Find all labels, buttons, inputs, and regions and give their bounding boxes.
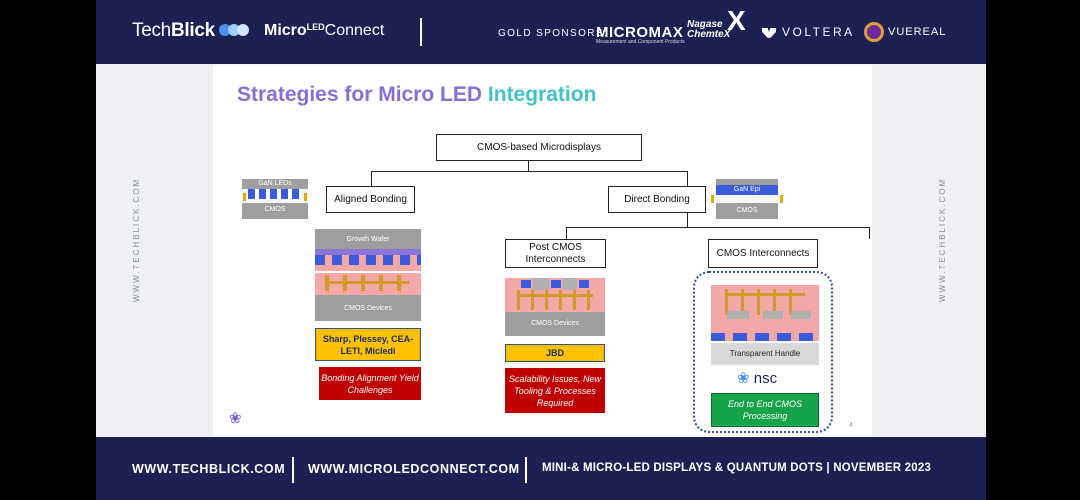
slide: Strategies for Micro LED Integration CMO…	[213, 65, 872, 437]
nsc-logo-text: nsc	[753, 370, 778, 387]
nagase-text-bottom: ChemteX	[687, 29, 731, 40]
microled-logo-text-a: Micro	[264, 22, 307, 39]
header-bar: TechBlick MicroLEDConnect GOLD SPONSORS:…	[96, 0, 986, 64]
challenge-post: Scalability Issues, New Tooling & Proces…	[505, 368, 605, 413]
header-divider	[420, 18, 422, 46]
footer-techblick-url: WWW.TECHBLICK.COM	[132, 462, 286, 476]
vuereal-name: VUEREAL	[888, 25, 947, 38]
connector-line	[371, 171, 372, 186]
node-direct-bonding: Direct Bonding	[608, 186, 706, 213]
footer-divider	[525, 457, 527, 483]
micromax-name: MICROMAX	[596, 24, 684, 41]
side-url-left: WWW.TECHBLICK.COM	[132, 177, 141, 303]
slide-title: Strategies for Micro LED Integration	[237, 83, 596, 107]
cmos-interconnects-cross-section: Transparent Handle	[711, 285, 819, 365]
video-frame: TechBlick MicroLEDConnect GOLD SPONSORS:…	[96, 0, 986, 500]
microled-logo-text-c: Connect	[324, 22, 385, 39]
connector-line	[687, 171, 688, 186]
node-post-cmos: Post CMOS Interconnects	[505, 239, 606, 268]
footer-event-text: MINI-& MICRO-LED DISPLAYS & QUANTUM DOTS…	[542, 462, 932, 474]
benefit-cmos: End to End CMOS Processing	[711, 393, 819, 427]
voltera-mark-icon	[762, 27, 776, 38]
voltera-name: VOLTERA	[782, 25, 855, 39]
nsc-logo: ❀ nsc	[737, 369, 777, 387]
connector-line	[687, 213, 688, 227]
slide-logo-icon: ❀	[229, 410, 242, 427]
techblick-logo-text-b: Blick	[170, 20, 215, 42]
nagase-logo: Nagase ChemteX X	[687, 7, 746, 40]
voltera-logo: VOLTERA	[762, 25, 855, 39]
nsc-logo-icon: ❀	[737, 370, 750, 387]
footer-microled-url: WWW.MICROLEDCONNECT.COM	[308, 462, 520, 476]
slide-title-main: Strategies for Micro LED	[237, 83, 483, 106]
cmos-devices-label-aligned: CMOS Devices	[344, 305, 392, 312]
gold-sponsors-label: GOLD SPONSORS:	[498, 28, 609, 39]
side-url-right: WWW.TECHBLICK.COM	[938, 177, 947, 303]
vuereal-eye-icon	[864, 22, 884, 42]
cmos-small-label-left: CMOS	[264, 206, 286, 213]
footer-bar	[96, 437, 986, 500]
node-cmos-interconnects: CMOS Interconnects	[708, 239, 818, 268]
nagase-x-mark: X	[727, 5, 746, 36]
node-aligned-bonding: Aligned Bonding	[326, 186, 415, 213]
node-root: CMOS-based Microdisplays	[436, 134, 642, 161]
microled-logo-text-b: LED	[306, 22, 325, 32]
footer-divider	[292, 457, 294, 483]
companies-aligned-badge: Sharp, Plessey, CEA-LETI, Micledi	[315, 328, 421, 361]
connector-line	[869, 227, 870, 239]
microled-connect-logo: MicroLEDConnect	[264, 22, 384, 40]
connector-line	[371, 171, 687, 172]
slide-title-accent: Integration	[487, 83, 597, 106]
gan-epi-diagram: GaN Epi CMOS	[711, 179, 783, 219]
techblick-dots-icon	[218, 20, 249, 42]
gan-leds-diagram: GaN LEDs CMOS	[242, 179, 308, 219]
micromax-tagline: Measurement and Component Products	[596, 39, 685, 45]
connector-line	[566, 227, 567, 239]
cmos-devices-label-post: CMOS Devices	[531, 320, 579, 327]
connector-line	[566, 227, 869, 228]
growth-wafer-label: Growth Wafer	[346, 236, 390, 243]
techblick-logo: TechBlick	[132, 20, 249, 42]
gan-leds-label: GaN LEDs	[258, 180, 292, 187]
challenge-aligned: Bonding Alignment Yield Challenges	[319, 367, 421, 400]
post-cmos-cross-section: CMOS Devices	[505, 278, 605, 336]
gan-epi-label: GaN Epi	[733, 186, 761, 193]
techblick-logo-text-a: Tech	[132, 20, 171, 42]
aligned-bonding-cross-section: Growth Wafer CMOS Devices	[315, 229, 421, 321]
cmos-small-label-right: CMOS	[736, 207, 758, 214]
page-number: 4	[849, 422, 853, 429]
vuereal-logo: VUEREAL	[864, 22, 946, 42]
nagase-text-top: Nagase	[687, 19, 723, 30]
micromax-logo: MICROMAX Measurement and Component Produ…	[596, 24, 685, 45]
connector-line	[528, 161, 529, 171]
transparent-handle-label: Transparent Handle	[729, 349, 801, 358]
company-post-badge: JBD	[505, 344, 605, 362]
cmos-interconnects-highlight	[693, 271, 833, 433]
